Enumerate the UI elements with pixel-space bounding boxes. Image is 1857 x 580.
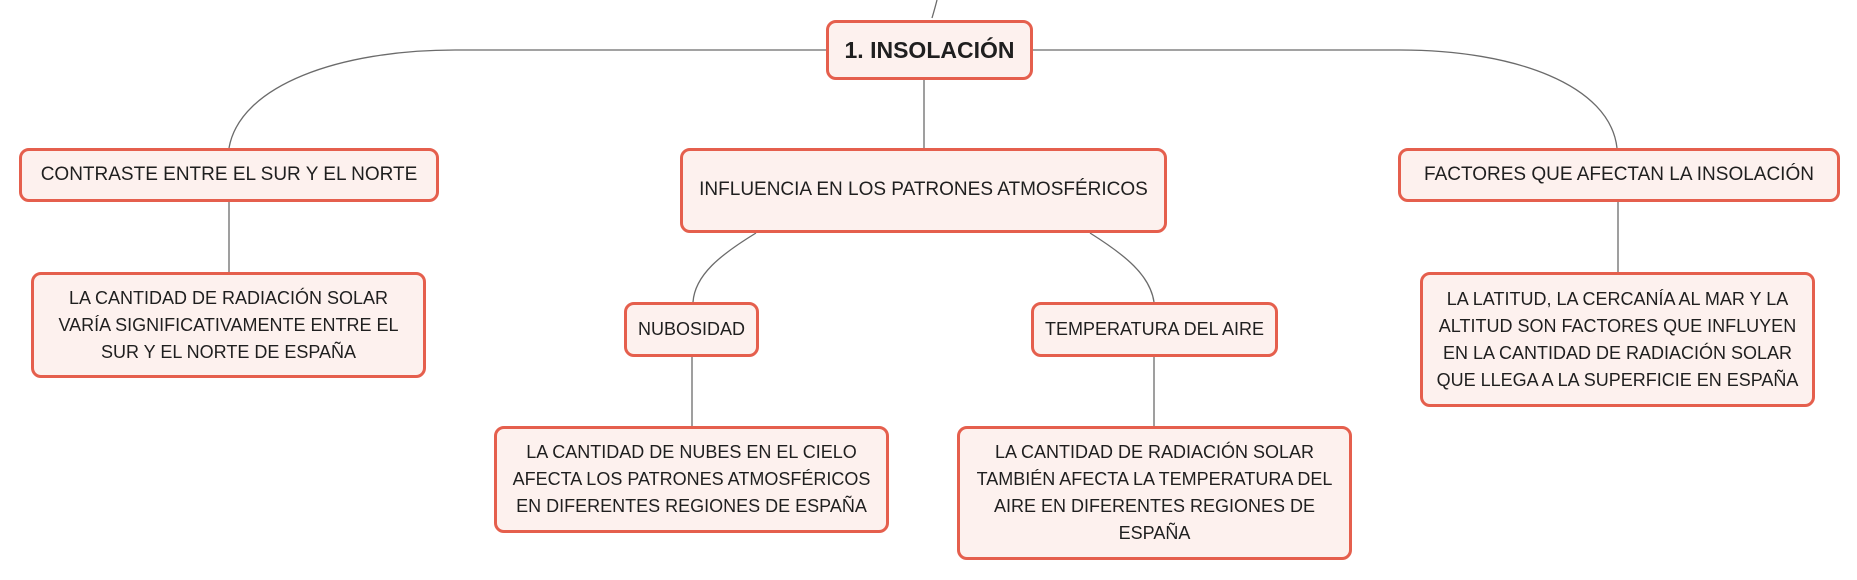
detail-text-air-temperature: LA CANTIDAD DE RADIACIÓN SOLAR TAMBIÉN A… <box>976 442 1333 543</box>
detail-node-clouds[interactable]: LA CANTIDAD DE NUBES EN EL CIELO AFECTA … <box>494 426 889 533</box>
subtopic-label-air-temperature: TEMPERATURA DEL AIRE <box>1044 319 1265 339</box>
topic-node-influence[interactable]: INFLUENCIA EN LOS PATRONES ATMOSFÉRICOS <box>680 148 1167 233</box>
root-label: 1. INSOLACIÓN <box>844 36 1015 63</box>
connector-root-to-contrast <box>228 49 826 149</box>
detail-text-clouds: LA CANTIDAD DE NUBES EN EL CIELO AFECTA … <box>512 442 871 516</box>
detail-text-factors: LA LATITUD, LA CERCANÍA AL MAR Y LA ALTI… <box>1436 288 1799 390</box>
connector-influence-to-clouds <box>692 232 757 303</box>
detail-node-contrast[interactable]: LA CANTIDAD DE RADIACIÓN SOLAR VARÍA SIG… <box>31 272 426 378</box>
topic-label-contrast: CONTRASTE ENTRE EL SUR Y EL NORTE <box>40 163 418 185</box>
subtopic-node-clouds[interactable]: NUBOSIDAD <box>624 302 759 357</box>
connector-influence-to-air-temperature <box>1089 232 1155 303</box>
topic-node-contrast[interactable]: CONTRASTE ENTRE EL SUR Y EL NORTE <box>19 148 439 202</box>
topic-node-factors[interactable]: FACTORES QUE AFECTAN LA INSOLACIÓN <box>1398 148 1840 202</box>
connector-parent-to-root <box>931 0 938 19</box>
subtopic-node-air-temperature[interactable]: TEMPERATURA DEL AIRE <box>1031 302 1278 357</box>
topic-label-influence: INFLUENCIA EN LOS PATRONES ATMOSFÉRICOS <box>699 179 1148 201</box>
subtopic-label-clouds: NUBOSIDAD <box>637 319 745 339</box>
detail-text-contrast: LA CANTIDAD DE RADIACIÓN SOLAR VARÍA SIG… <box>58 287 399 362</box>
detail-node-air-temperature[interactable]: LA CANTIDAD DE RADIACIÓN SOLAR TAMBIÉN A… <box>957 426 1352 560</box>
topic-label-factors: FACTORES QUE AFECTAN LA INSOLACIÓN <box>1424 163 1814 185</box>
connector-root-to-factors <box>1033 49 1618 149</box>
root-node[interactable]: 1. INSOLACIÓN <box>826 20 1033 80</box>
detail-node-factors[interactable]: LA LATITUD, LA CERCANÍA AL MAR Y LA ALTI… <box>1420 272 1815 407</box>
